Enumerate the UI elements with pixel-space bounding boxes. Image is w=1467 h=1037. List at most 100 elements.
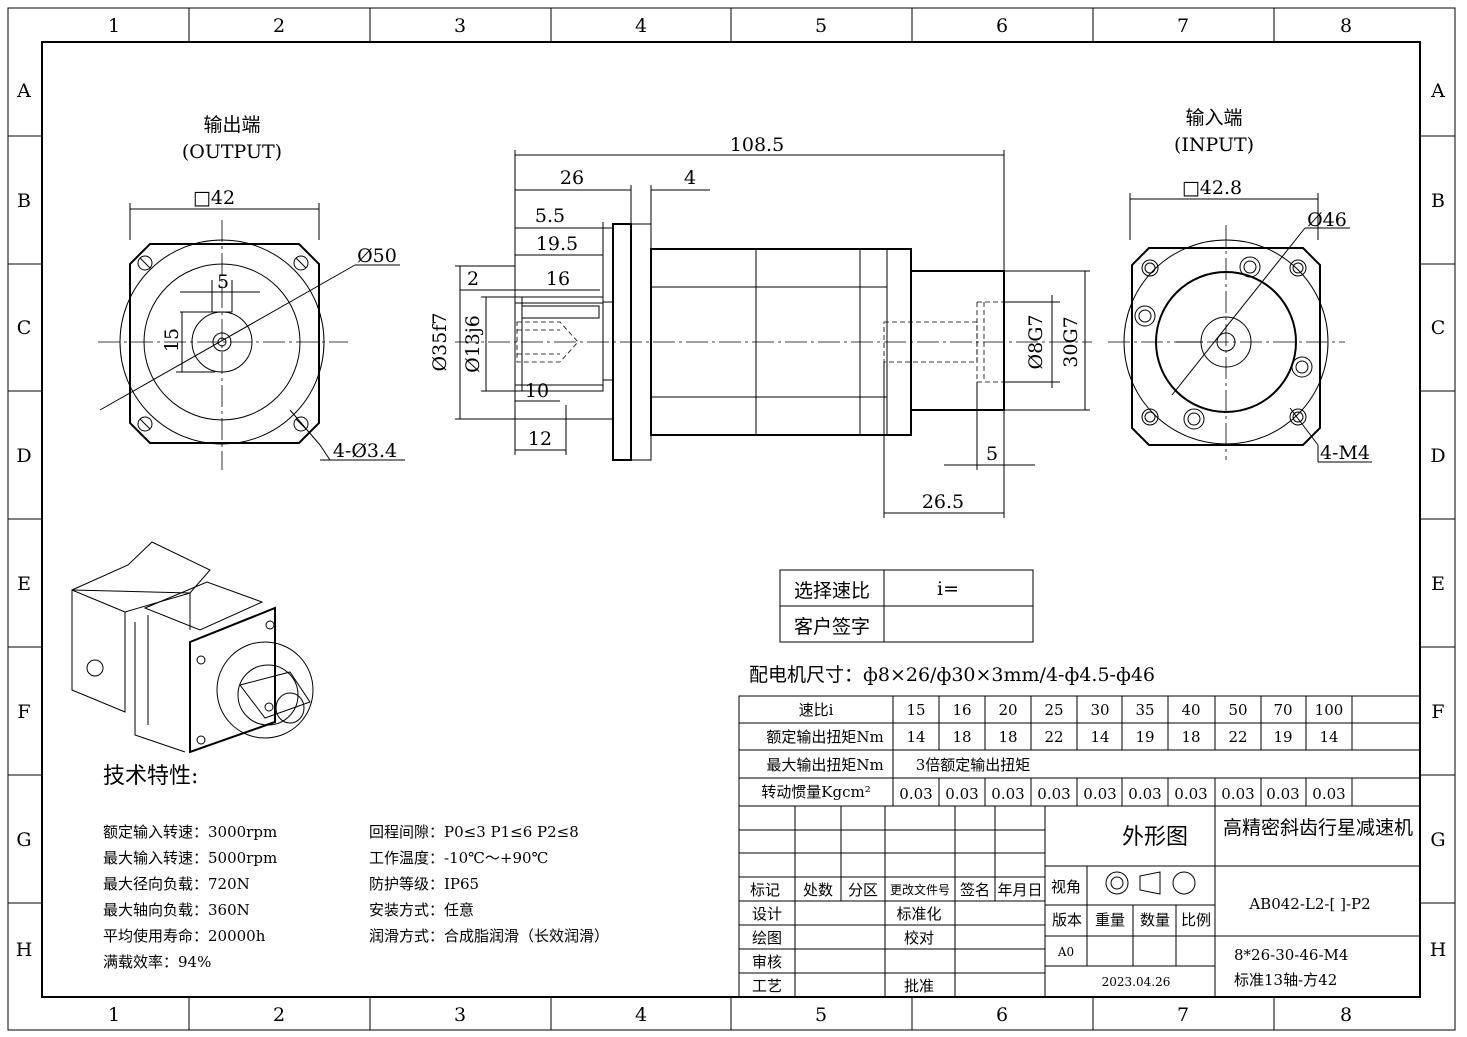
max-torque-value: 3倍额定输出扭矩 bbox=[916, 756, 1031, 774]
inertia-cell: 0.03 bbox=[991, 785, 1024, 803]
inertia-cell: 0.03 bbox=[1083, 785, 1116, 803]
tech-left-line: 最大径向负载：720N bbox=[103, 875, 250, 893]
row-label: A bbox=[16, 80, 31, 102]
input-square-dim: □42.8 bbox=[1182, 177, 1242, 199]
zone-grid bbox=[8, 8, 1455, 1030]
col-label: 6 bbox=[996, 15, 1008, 37]
dim-26: 26 bbox=[560, 167, 584, 189]
dim-2: 2 bbox=[467, 268, 479, 290]
inertia-cell: 0.03 bbox=[1037, 785, 1070, 803]
ratio-cell: 20 bbox=[998, 701, 1017, 719]
row-label: G bbox=[16, 829, 31, 851]
drawing-name: 外形图 bbox=[1122, 825, 1188, 850]
dim-10: 10 bbox=[525, 380, 549, 402]
inertia-cell: 0.03 bbox=[1312, 785, 1345, 803]
col-label: 4 bbox=[635, 1004, 647, 1026]
rated-cell: 22 bbox=[1228, 728, 1247, 746]
dim-26-5: 26.5 bbox=[922, 491, 964, 513]
inertia-cell: 0.03 bbox=[1128, 785, 1161, 803]
tb-version-header: 比例 bbox=[1181, 911, 1211, 929]
rated-cell: 19 bbox=[1135, 728, 1154, 746]
row-label: B bbox=[17, 190, 31, 212]
motor-size: 配电机尺寸：ф8×26/ф30×3mm/4-ф4.5-ф46 bbox=[749, 664, 1155, 686]
ratio-select-table: 选择速比 i= 客户签字 bbox=[779, 569, 1034, 643]
rated-cell: 22 bbox=[1044, 728, 1063, 746]
inertia-label: 转动惯量Kgcm² bbox=[761, 783, 870, 801]
col-label: 8 bbox=[1340, 15, 1352, 37]
dim-5: 5 bbox=[986, 443, 998, 465]
row-label: E bbox=[17, 573, 31, 595]
row-label: F bbox=[17, 701, 30, 723]
col-label: 7 bbox=[1177, 15, 1189, 37]
dim-13j6: Ø13j6 bbox=[462, 315, 484, 373]
row-label: H bbox=[16, 939, 33, 961]
spec-table: 速比i 15 16 20 25 30 35 40 50 70 100 额定输出扭… bbox=[738, 695, 1421, 807]
ratio-label: 选择速比 bbox=[794, 580, 870, 602]
tech-right-line: 回程间隙：P0≤3 P1≤6 P2≤8 bbox=[369, 823, 579, 841]
col-label: 1 bbox=[108, 1004, 120, 1026]
col-label: 7 bbox=[1177, 1004, 1189, 1026]
output-title: 输出端 bbox=[203, 114, 260, 136]
projection-label: 视角 bbox=[1051, 878, 1081, 896]
date-value: 2023.04.26 bbox=[1102, 975, 1171, 989]
input-holes-dim: 4-M4 bbox=[1320, 442, 1370, 464]
output-flange-outline bbox=[129, 243, 320, 444]
tb-role: 工艺 bbox=[752, 977, 782, 995]
max-torque-label: 最大输出扭矩Nm bbox=[766, 756, 883, 774]
tb-version-header: 数量 bbox=[1140, 911, 1170, 929]
col-label: 6 bbox=[996, 1004, 1008, 1026]
ratio-cell: 30 bbox=[1090, 701, 1109, 719]
tb-version-header: 版本 bbox=[1052, 911, 1082, 929]
tb-header: 分区 bbox=[848, 881, 878, 899]
version-value: A0 bbox=[1057, 945, 1074, 959]
ratio-cell: 16 bbox=[952, 701, 971, 719]
tech-left-line: 最大轴向负载：360N bbox=[103, 901, 250, 919]
col-label: 2 bbox=[273, 1004, 285, 1026]
isometric-view bbox=[71, 541, 314, 754]
rated-cell: 14 bbox=[906, 728, 925, 746]
dim-16: 16 bbox=[546, 268, 570, 290]
zone-labels: 1 2 3 4 5 6 7 8 1 2 3 4 5 6 7 8 A B C D … bbox=[16, 15, 1447, 1026]
tb-header: 标记 bbox=[750, 881, 780, 899]
output-dia-dim: Ø50 bbox=[357, 245, 397, 267]
col-label: 3 bbox=[454, 1004, 466, 1026]
title-block: 标记 处数 分区 更改文件号 签名 年月日 设计 绘图 审核 工艺 标准化 校对… bbox=[738, 805, 1421, 998]
rated-cell: 18 bbox=[1181, 728, 1200, 746]
inertia-cell: 0.03 bbox=[1221, 785, 1254, 803]
dim-total-length: 108.5 bbox=[730, 134, 784, 156]
tb-header: 年月日 bbox=[997, 881, 1042, 899]
ratio-cell: 15 bbox=[906, 701, 925, 719]
col-label: 1 bbox=[108, 15, 120, 37]
input-title: 输入端 bbox=[1185, 107, 1242, 129]
tb-header: 更改文件号 bbox=[890, 882, 950, 897]
spec-line-2: 标准13轴-方42 bbox=[1234, 971, 1337, 989]
row-label: H bbox=[1430, 939, 1447, 961]
row-label: E bbox=[1431, 573, 1445, 595]
row-label: D bbox=[16, 445, 31, 467]
col-label: 5 bbox=[815, 15, 827, 37]
dim-8g7: Ø8G7 bbox=[1025, 315, 1047, 370]
tech-left-line: 额定输入转速：3000rpm bbox=[103, 823, 277, 841]
col-label: 2 bbox=[273, 15, 285, 37]
output-square-dim: □42 bbox=[193, 187, 235, 209]
tb-role: 设计 bbox=[752, 905, 782, 923]
output-holes-dim: 4-Ø3.4 bbox=[333, 440, 397, 462]
col-label: 4 bbox=[635, 15, 647, 37]
row-label: F bbox=[1431, 701, 1444, 723]
tech-right-line: 防护等级：IP65 bbox=[369, 875, 479, 893]
input-end-view: 输入端 (INPUT) □42.8 Ø46 4-M4 bbox=[1108, 107, 1372, 464]
rated-torque-label: 额定输出扭矩Nm bbox=[766, 728, 883, 746]
row-label: G bbox=[1430, 829, 1445, 851]
inertia-cell: 0.03 bbox=[899, 785, 932, 803]
output-shaft bbox=[514, 296, 604, 392]
ratio-value: i= bbox=[937, 578, 959, 600]
tb-role: 绘图 bbox=[752, 929, 782, 947]
dim-35f7: Ø35f7 bbox=[429, 313, 451, 372]
tech-left-line: 最大输入转速：5000rpm bbox=[103, 849, 277, 867]
ratio-header: 速比i bbox=[799, 701, 834, 719]
input-adapter bbox=[910, 270, 1005, 411]
signature-label: 客户签字 bbox=[794, 616, 870, 638]
inertia-cell: 0.03 bbox=[1174, 785, 1207, 803]
ratio-cell: 25 bbox=[1044, 701, 1063, 719]
